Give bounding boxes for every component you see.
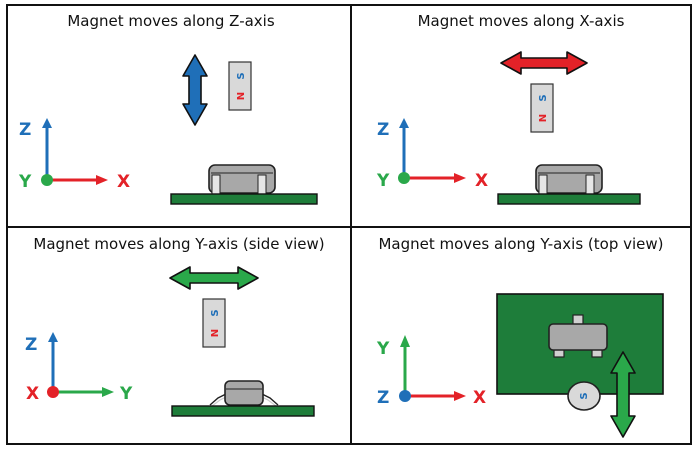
axis-label-right: Y bbox=[119, 384, 133, 404]
magnet-icon: S bbox=[567, 381, 601, 411]
pcb-icon bbox=[171, 405, 315, 417]
panel-frames bbox=[6, 4, 692, 445]
panel-title: Magnet moves along Y-axis (top view) bbox=[378, 235, 663, 253]
axis-label-up: Y bbox=[376, 339, 390, 359]
pcb-icon bbox=[497, 193, 641, 205]
axis-origin-icon bbox=[398, 172, 410, 184]
panel-title: Magnet moves along Y-axis (side view) bbox=[33, 235, 324, 253]
axis-label-origin: Z bbox=[377, 388, 389, 408]
axis-label-up: Z bbox=[377, 120, 389, 140]
axis-label-origin: Y bbox=[376, 171, 390, 191]
double-arrow-icon bbox=[610, 351, 636, 438]
double-arrow-icon bbox=[169, 266, 259, 290]
axis-origin-icon bbox=[41, 174, 53, 186]
magnet-icon: S N bbox=[202, 298, 226, 348]
panel-title: Magnet moves along Z-axis bbox=[67, 12, 275, 30]
sensor-chip-icon bbox=[548, 314, 608, 358]
magnet-north-label: N bbox=[236, 92, 247, 100]
axis-label-up: Z bbox=[19, 120, 31, 140]
axis-label-right: X bbox=[475, 171, 488, 191]
magnet-icon: S N bbox=[530, 83, 554, 133]
panel-y-top: Magnet moves along Y-axis (top view) S Y… bbox=[376, 235, 664, 438]
double-arrow-icon bbox=[182, 54, 208, 126]
panel-z-axis: Magnet moves along Z-axis S N Z X Y bbox=[18, 12, 318, 205]
magnet-south-label: S bbox=[210, 309, 221, 316]
axis-origin-icon bbox=[47, 386, 59, 398]
axis-label-right: X bbox=[473, 388, 486, 408]
panel-x-axis: Magnet moves along X-axis S N Z X Y bbox=[376, 12, 641, 205]
double-arrow-icon bbox=[500, 51, 588, 75]
magnet-icon: S N bbox=[228, 61, 252, 111]
sensor-chip-icon bbox=[535, 164, 603, 195]
axis-label-origin: X bbox=[26, 384, 39, 404]
magnet-south-label: S bbox=[579, 392, 590, 399]
magnet-north-label: N bbox=[210, 329, 221, 337]
sensor-chip-icon bbox=[208, 164, 276, 195]
axis-origin-icon bbox=[399, 390, 411, 402]
axis-label-right: X bbox=[117, 172, 130, 192]
sensor-chip-icon bbox=[209, 380, 279, 407]
panel-y-top-frame bbox=[350, 226, 692, 445]
magnet-south-label: S bbox=[236, 72, 247, 79]
magnet-north-label: N bbox=[538, 114, 549, 122]
panel-y-side: Magnet moves along Y-axis (side view) S … bbox=[25, 235, 325, 417]
panel-title: Magnet moves along X-axis bbox=[418, 12, 625, 30]
magnet-south-label: S bbox=[538, 94, 549, 101]
pcb-icon bbox=[170, 193, 318, 205]
axis-label-up: Z bbox=[25, 335, 37, 355]
axis-label-origin: Y bbox=[18, 172, 32, 192]
